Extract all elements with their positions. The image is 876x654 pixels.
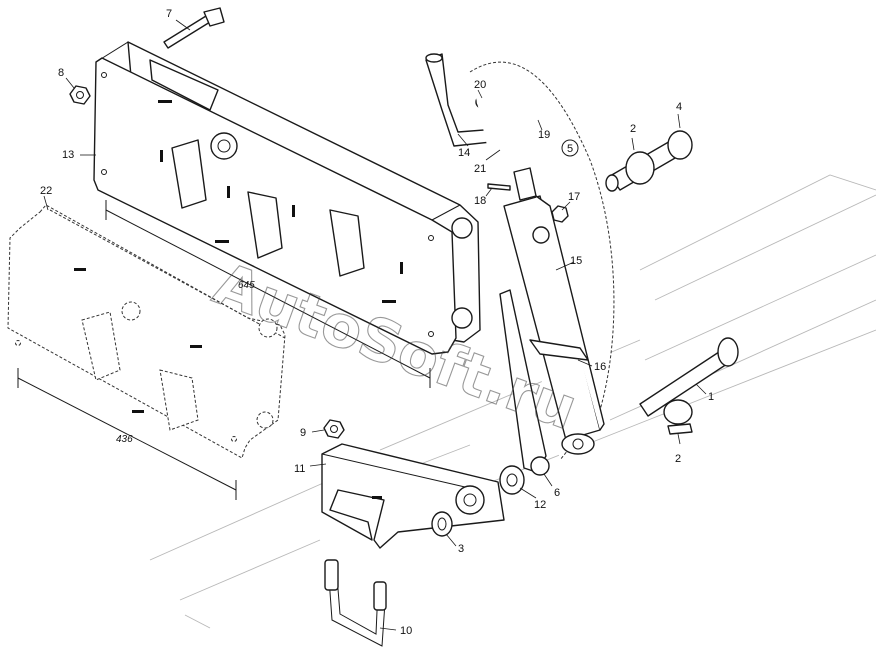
callout-2-upper: 2 — [630, 123, 636, 135]
callout-7: 7 — [166, 8, 172, 20]
bolt-7 — [163, 7, 225, 49]
callout-19: 19 — [538, 129, 550, 141]
callout-6: 6 — [554, 487, 560, 499]
mounting-plate-13 — [93, 41, 481, 355]
callout-20: 20 — [474, 79, 486, 91]
callout-21: 21 — [474, 163, 486, 175]
callout-5-circle — [561, 139, 579, 157]
callout-4: 4 — [676, 101, 682, 113]
washer-3 — [431, 511, 453, 537]
callout-15: 15 — [570, 255, 582, 267]
callout-22: 22 — [40, 185, 52, 197]
callout-3: 3 — [458, 543, 464, 555]
callout-16: 16 — [594, 361, 606, 373]
link-16 — [529, 339, 589, 361]
u-bolt-10 — [324, 559, 387, 647]
callout-5: 5 — [567, 143, 573, 155]
plate-height-dimension: 645 — [238, 280, 255, 291]
callout-2-lower: 2 — [675, 453, 681, 465]
callout-9: 9 — [300, 427, 306, 439]
plate-width-dimension: 436 — [116, 434, 133, 445]
pin-1 — [639, 337, 739, 417]
callout-10: 10 — [400, 625, 412, 637]
link-arm-6 — [499, 289, 550, 476]
callout-17: 17 — [568, 191, 580, 203]
callout-12: 12 — [534, 499, 546, 511]
callout-11: 11 — [294, 463, 305, 475]
bushing-12 — [499, 465, 525, 495]
callout-labels: 1 2 2 3 4 5 6 7 8 9 10 11 12 13 14 15 16… — [40, 8, 714, 637]
nut-17 — [551, 205, 569, 223]
leader-lines — [43, 19, 707, 631]
bracket-11 — [321, 443, 505, 549]
lynch-pin-2-lower — [663, 399, 693, 435]
ghost-plate-22 — [7, 204, 286, 459]
nut-8 — [69, 85, 91, 105]
dimension-lines — [17, 200, 431, 500]
nut-9 — [323, 419, 345, 439]
callout-8: 8 — [58, 67, 64, 79]
top-link-15 — [487, 167, 605, 455]
pin-4 — [605, 130, 693, 192]
callout-1: 1 — [708, 391, 714, 403]
callout-18: 18 — [474, 195, 486, 207]
callout-13: 13 — [62, 149, 74, 161]
callout-14: 14 — [458, 147, 470, 159]
